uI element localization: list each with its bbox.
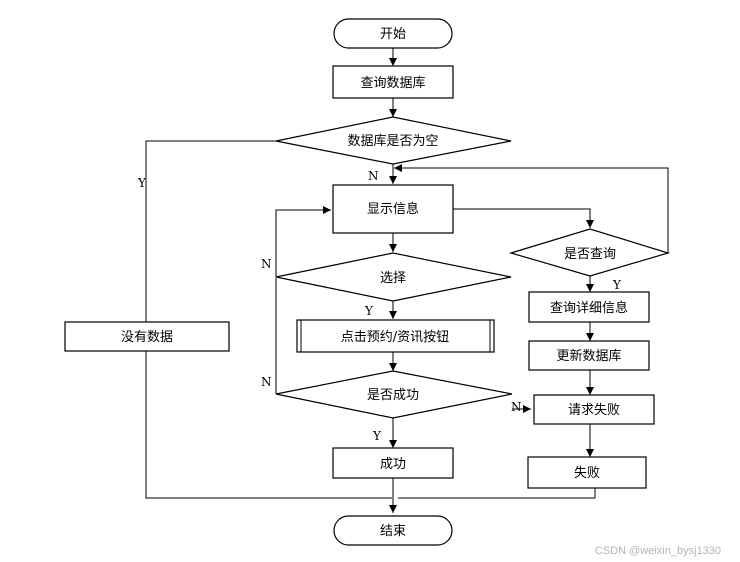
edge-isquery-loop (394, 164, 669, 253)
label-y-issuccess: Y (372, 429, 382, 443)
choose-decision: 选择 (275, 252, 512, 302)
is-query-decision: 是否查询 (508, 228, 671, 277)
query-detail-label: 查询详细信息 (550, 300, 628, 316)
label-n-issuccess-right: N (511, 400, 522, 414)
label-y-dbempty: Y (137, 176, 147, 190)
show-info-label: 显示信息 (367, 201, 419, 217)
label-y-choose: Y (364, 304, 374, 318)
start-node: 开始 (333, 18, 453, 49)
show-info-node: 显示信息 (332, 184, 454, 234)
update-db-node: 更新数据库 (528, 340, 650, 371)
label-y-isquery: Y (612, 278, 622, 292)
no-data-node: 没有数据 (64, 321, 230, 352)
is-success-label: 是否成功 (367, 388, 419, 403)
request-fail-label: 请求失败 (568, 403, 620, 418)
label-n-choose: N (261, 257, 272, 271)
query-db-node: 查询数据库 (332, 65, 454, 99)
db-empty-decision: 数据库是否为空 (275, 116, 512, 165)
choose-label: 选择 (380, 271, 406, 286)
no-data-label: 没有数据 (121, 330, 173, 345)
start-label: 开始 (380, 27, 406, 42)
end-label: 结束 (380, 524, 406, 539)
edge-nodata-end (145, 351, 392, 499)
edge-fail-end (398, 488, 596, 499)
success-label: 成功 (380, 457, 406, 472)
is-success-decision: 是否成功 (275, 370, 513, 419)
db-empty-label: 数据库是否为空 (347, 133, 438, 149)
query-detail-node: 查询详细信息 (528, 291, 650, 323)
update-db-label: 更新数据库 (556, 348, 621, 364)
success-node: 成功 (332, 447, 454, 479)
label-n-dbempty: N (368, 169, 379, 183)
connectors (145, 48, 669, 513)
fail-node: 失败 (527, 456, 647, 489)
watermark: CSDN @weixin_bysj1330 (595, 545, 721, 557)
label-n-issuccess-left: N (261, 375, 272, 389)
is-query-label: 是否查询 (564, 247, 616, 262)
query-db-label: 查询数据库 (360, 75, 425, 91)
end-node: 结束 (333, 515, 453, 546)
edge-dbempty-nodata (145, 140, 276, 322)
click-button-label: 点击预约/资讯按钮 (341, 330, 449, 345)
request-fail-node: 请求失败 (533, 394, 655, 425)
edge-show-isquery (453, 208, 594, 228)
fail-label: 失败 (574, 466, 600, 481)
edge-labels: Y N N Y Y N N Y (137, 169, 622, 443)
edge-choose-back (275, 206, 331, 277)
click-button-node: 点击预约/资讯按钮 (296, 319, 495, 353)
